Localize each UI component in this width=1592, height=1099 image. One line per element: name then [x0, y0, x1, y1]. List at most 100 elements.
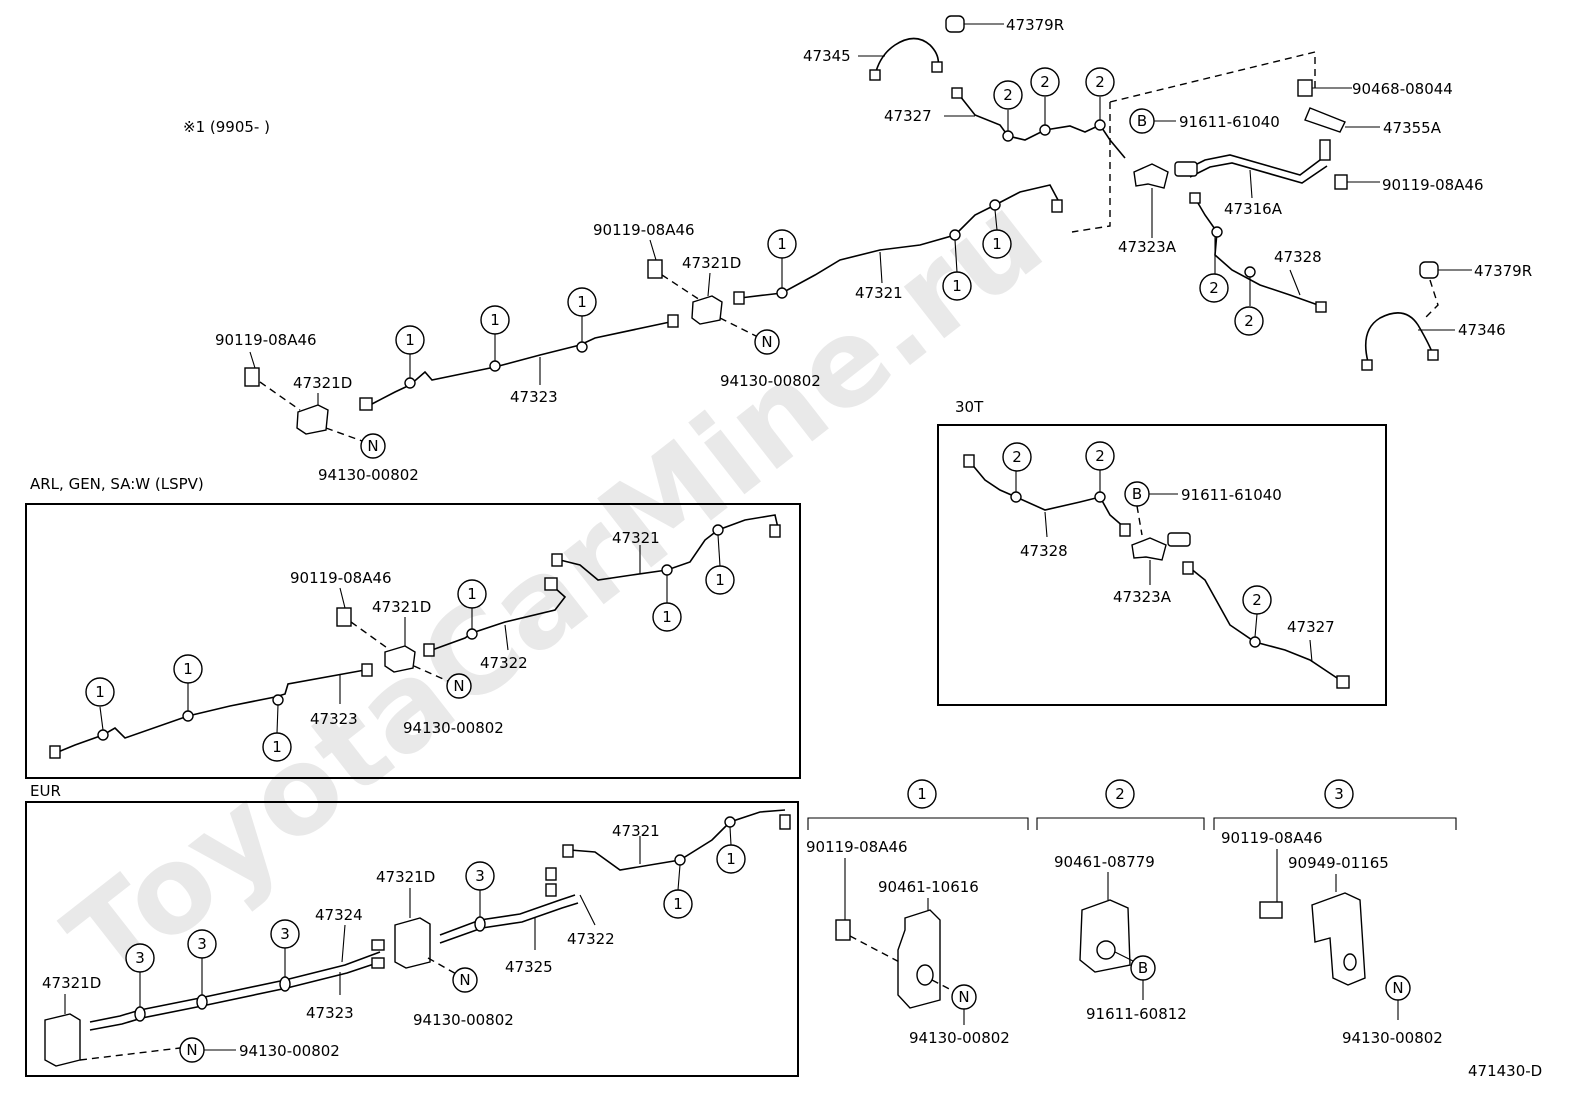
label-47379R-right: 47379R: [1474, 262, 1532, 280]
label-94130-lspv: 94130-00802: [403, 719, 504, 737]
date-note: ※1 (9905- ): [183, 118, 270, 136]
label-47324-eur: 47324: [315, 906, 363, 924]
label-47346: 47346: [1458, 321, 1506, 339]
label-94130-top: 94130-00802: [720, 372, 821, 390]
label-47327-30T: 47327: [1287, 618, 1335, 636]
clamp-1-marker: 1: [952, 277, 962, 295]
label-94130-left: 94130-00802: [318, 466, 419, 484]
label-90119-top-right: 90119-08A46: [1382, 176, 1484, 194]
clamp-90461-10616: [897, 909, 941, 1009]
clamp-1-marker: 1: [662, 608, 672, 626]
eur-section-title: EUR: [30, 782, 61, 800]
label-47345: 47345: [803, 47, 851, 65]
clamp-90949-01165: [1311, 892, 1366, 986]
label-91611-61040: 91611-61040: [1179, 113, 1280, 131]
lspv-section: ARL, GEN, SA:W (LSPV) 1 1 1 47323 90119-…: [25, 475, 801, 779]
clamp-2-marker: 2: [1095, 447, 1105, 465]
clamp-1-marker: 1: [673, 895, 683, 913]
clamp-detail-2: 2 90461-08779 B 91611-60812: [1036, 779, 1205, 1023]
label-94130-detail3: 94130-00802: [1342, 1029, 1443, 1047]
label-94130-eur-left: 94130-00802: [239, 1042, 340, 1060]
label-47321-top: 47321: [855, 284, 903, 302]
label-47323A: 47323A: [1118, 238, 1177, 256]
clamp-2-marker: 2: [1012, 448, 1022, 466]
clamp-2-marker: 2: [1095, 73, 1105, 91]
label-47316A: 47316A: [1224, 200, 1283, 218]
label-91611-61040-30T: 91611-61040: [1181, 486, 1282, 504]
nut-N-marker: N: [453, 677, 464, 695]
nut-N-marker: N: [958, 988, 969, 1006]
label-90949-01165: 90949-01165: [1288, 854, 1389, 872]
detail-1-header: 1: [917, 785, 927, 803]
label-47323-lspv: 47323: [310, 710, 358, 728]
label-47323A-30T: 47323A: [1113, 588, 1172, 606]
label-47321D-top: 47321D: [682, 254, 741, 272]
label-47328-30T: 47328: [1020, 542, 1068, 560]
label-90461-10616: 90461-10616: [878, 878, 979, 896]
bracket-90468-08044: [1297, 79, 1313, 97]
clamp-3-marker: 3: [475, 867, 485, 885]
label-90119-detail3: 90119-08A46: [1221, 829, 1323, 847]
grommet-47379R-right: [1419, 261, 1439, 279]
label-90119-detail1: 90119-08A46: [806, 838, 908, 856]
label-90461-08779: 90461-08779: [1054, 853, 1155, 871]
junction-47321D-top: [691, 295, 723, 325]
label-47327: 47327: [884, 107, 932, 125]
nut-N-marker: N: [459, 971, 470, 989]
clamp-1-marker: 1: [577, 293, 587, 311]
junction-47321D-left: [296, 404, 329, 435]
t30-section: 30T 2 2 47328 B 91611-61040 47323A 2 473…: [937, 398, 1387, 706]
three-way-47323A: [1133, 163, 1169, 189]
label-94130-detail1: 94130-00802: [909, 1029, 1010, 1047]
clamp-3-marker: 3: [197, 935, 207, 953]
label-91611-60812: 91611-60812: [1086, 1005, 1187, 1023]
clamp-90461-08779: [1079, 899, 1131, 973]
t30-section-title: 30T: [955, 398, 984, 416]
clamp-1-marker: 1: [777, 235, 787, 253]
nut-N-marker: N: [186, 1041, 197, 1059]
label-47321D-lspv: 47321D: [372, 598, 431, 616]
nut-N-marker: N: [761, 333, 772, 351]
clamp-1-marker: 1: [715, 571, 725, 589]
nut-N-marker: N: [367, 437, 378, 455]
diagram-code: 471430-D: [1468, 1062, 1542, 1080]
clamp-2-marker: 2: [1252, 591, 1262, 609]
bolt-B-marker: B: [1132, 485, 1142, 503]
junction-47321D-eur-left: [44, 1013, 81, 1067]
bracket-47355A: [1304, 107, 1346, 133]
label-47321-eur: 47321: [612, 822, 660, 840]
lspv-section-title: ARL, GEN, SA:W (LSPV): [30, 475, 204, 493]
label-90119-mid: 90119-08A46: [593, 221, 695, 239]
clamp-2-marker: 2: [1003, 86, 1013, 104]
label-47321D-left: 47321D: [293, 374, 352, 392]
clamp-1-marker: 1: [467, 585, 477, 603]
clamp-detail-1: 1 90119-08A46 90461-10616 N 94130-00802: [806, 779, 1029, 1047]
clamp-detail-3: 3 90119-08A46 90949-01165 N 94130-00802: [1213, 779, 1457, 1047]
bolt-B-marker: B: [1137, 112, 1147, 130]
clamp-3-marker: 3: [135, 949, 145, 967]
label-47321-lspv: 47321: [612, 529, 660, 547]
label-47322-lspv: 47322: [480, 654, 528, 672]
top-assembly: ※1 (9905- ) 47379R 47345 47327 2 2 2 904…: [183, 15, 1532, 484]
label-47323-top: 47323: [510, 388, 558, 406]
nut-N-marker: N: [1392, 979, 1403, 997]
clamp-3-marker: 3: [280, 925, 290, 943]
detail-2-header: 2: [1115, 785, 1125, 803]
label-94130-eur-mid: 94130-00802: [413, 1011, 514, 1029]
label-90119-lspv: 90119-08A46: [290, 569, 392, 587]
eur-section: EUR 47321D N 94130-00802 3 3 3 47324 473…: [25, 782, 799, 1077]
label-47328: 47328: [1274, 248, 1322, 266]
clamp-2-marker: 2: [1244, 312, 1254, 330]
junction-47321D-eur-mid: [394, 917, 431, 969]
clamp-1-marker: 1: [992, 235, 1002, 253]
bolt-B-marker: B: [1138, 959, 1148, 977]
label-90468-08044: 90468-08044: [1352, 80, 1453, 98]
label-47321D-eur-mid: 47321D: [376, 868, 435, 886]
label-47379R-top: 47379R: [1006, 16, 1064, 34]
label-47321D-eur-left: 47321D: [42, 974, 101, 992]
three-way-47323A-30T: [1131, 537, 1167, 561]
clamp-2-marker: 2: [1209, 279, 1219, 297]
label-47323-eur: 47323: [306, 1004, 354, 1022]
clamp-1-marker: 1: [272, 738, 282, 756]
